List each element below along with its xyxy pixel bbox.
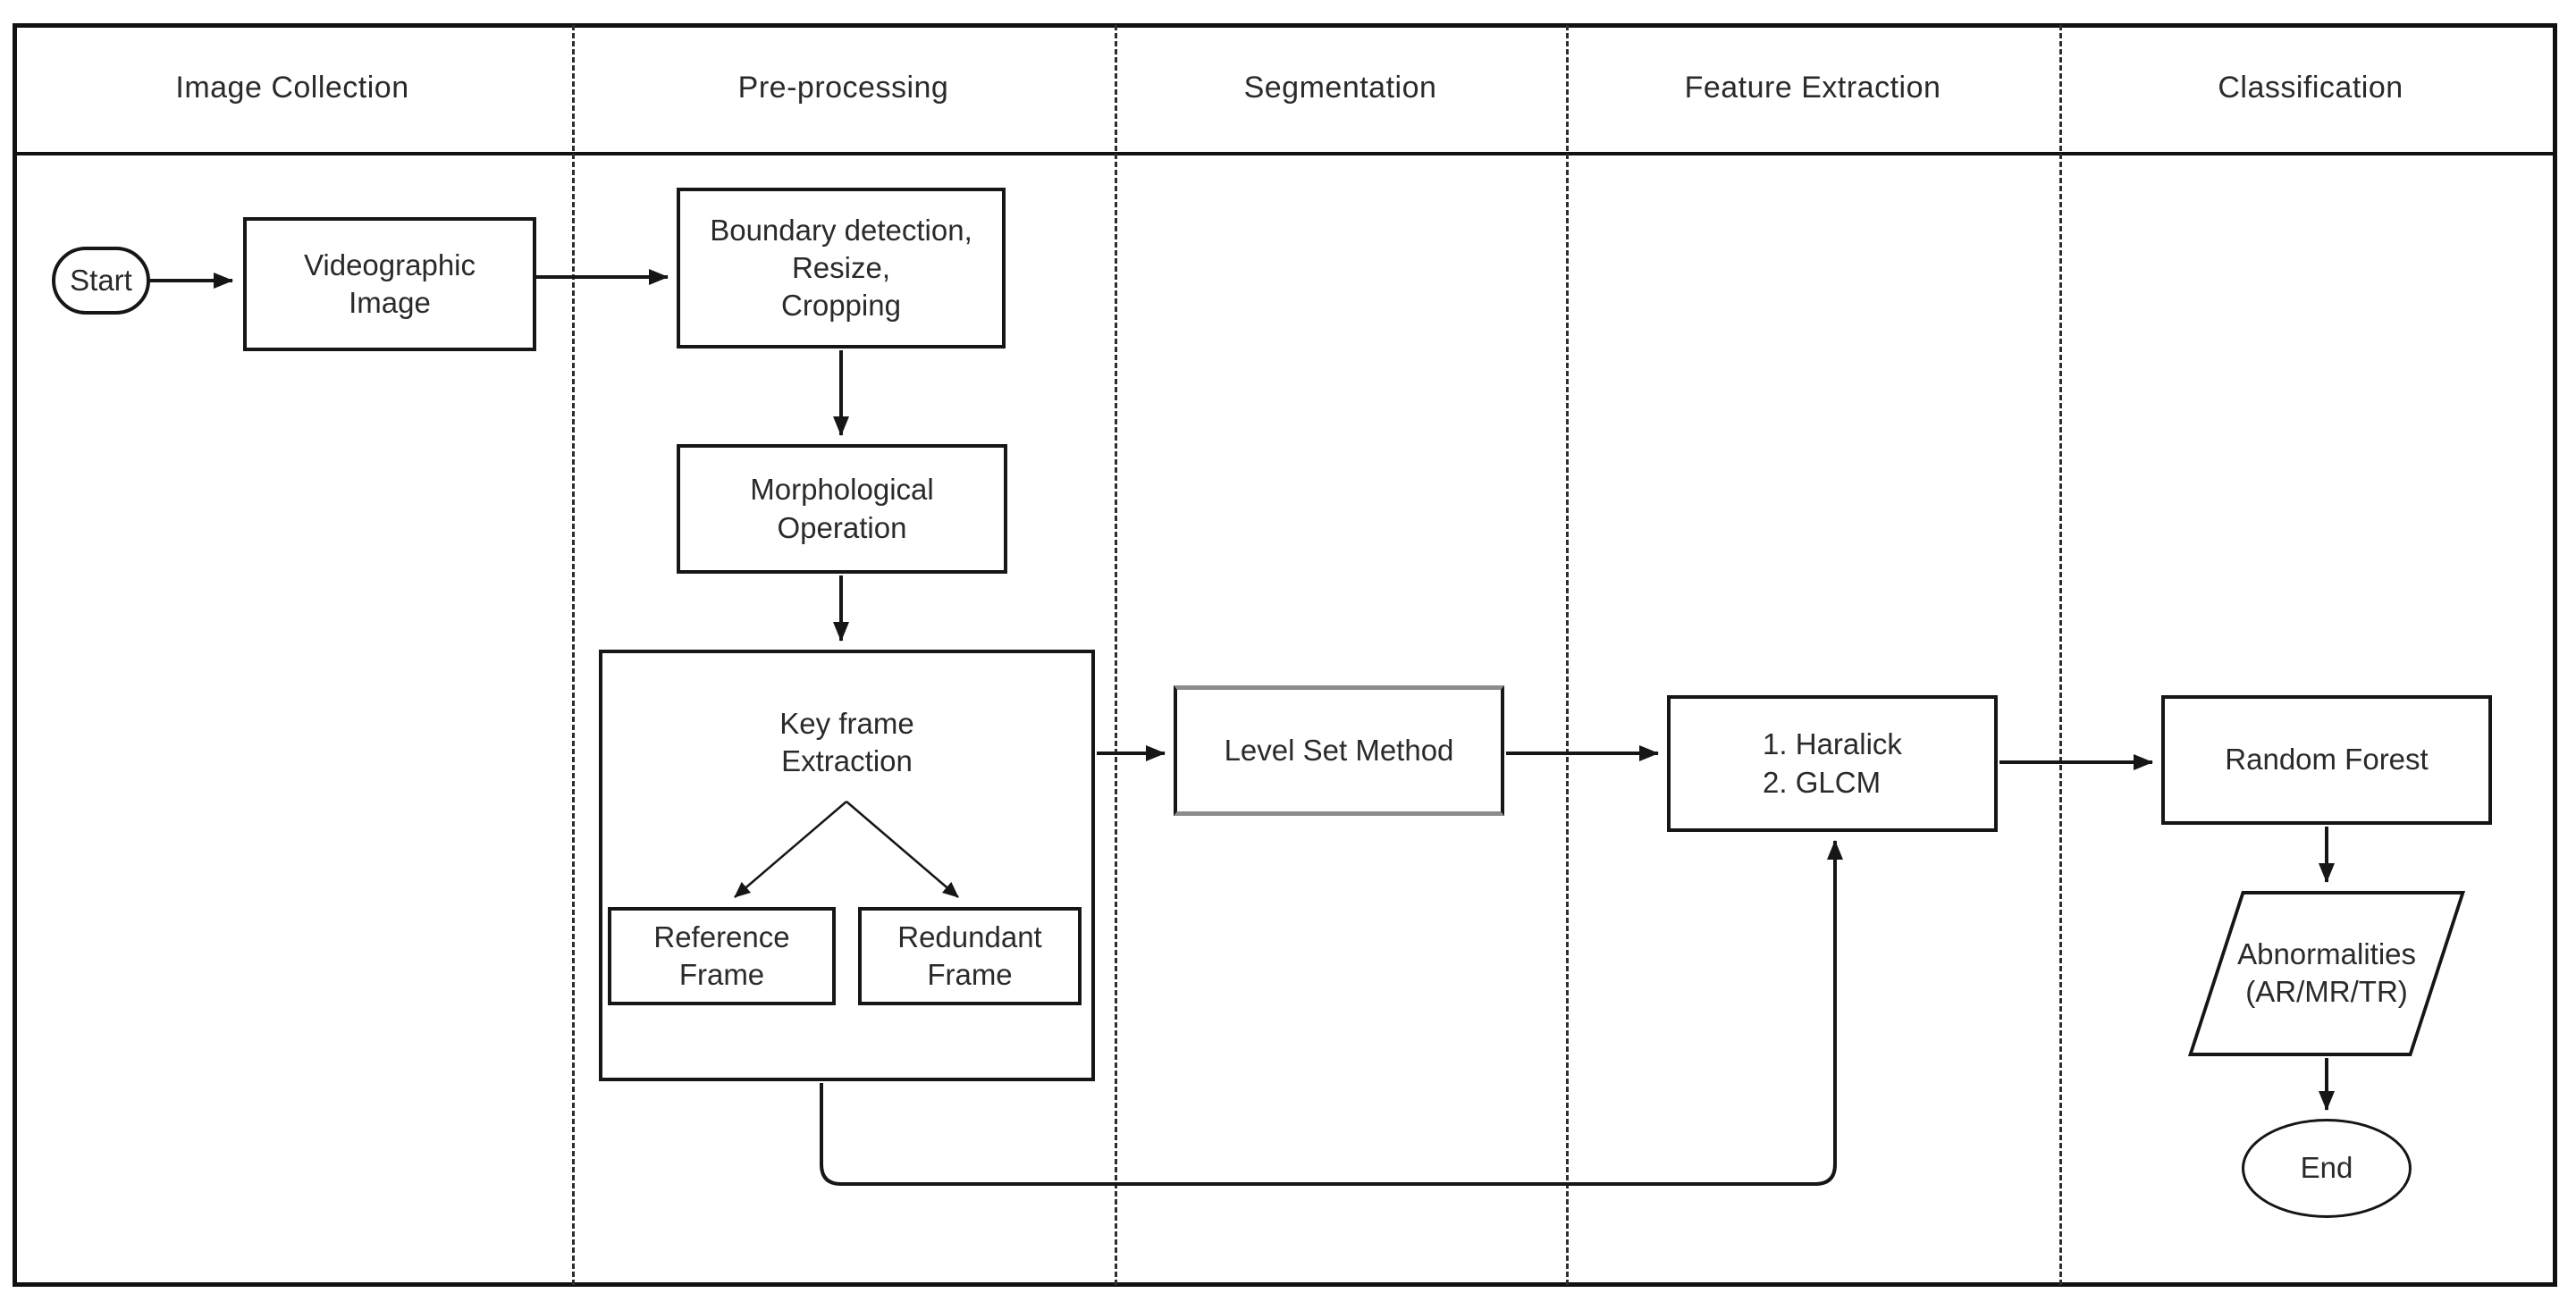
boundary-detection-node: Boundary detection, Resize, Cropping — [677, 188, 1006, 348]
lane-title-feature-extraction: Feature Extraction — [1684, 70, 1941, 105]
level-set-method-label: Level Set Method — [1224, 733, 1454, 767]
key-frame-extraction-node: Key frame Extraction — [599, 650, 1095, 1081]
morphological-operation-node: Morphological Operation — [677, 444, 1007, 574]
lane-title-segmentation: Segmentation — [1243, 70, 1437, 105]
lane-divider-3 — [1566, 25, 1569, 1285]
videographic-image-label: Videographic Image — [303, 248, 476, 319]
level-set-method-node: Level Set Method — [1174, 685, 1504, 816]
haralick-glcm-node: 1. Haralick 2. GLCM — [1667, 695, 1998, 832]
reference-frame-label: Reference Frame — [653, 920, 790, 991]
abnormalities-label: Abnormalities (AR/MR/TR) — [2237, 937, 2416, 1009]
header-separator-line — [13, 152, 2557, 155]
random-forest-node: Random Forest — [2161, 695, 2492, 825]
haralick-glcm-label: 1. Haralick 2. GLCM — [1763, 727, 1902, 799]
random-forest-label: Random Forest — [2225, 743, 2429, 777]
videographic-image-node: Videographic Image — [243, 217, 536, 351]
redundant-frame-label: Redundant Frame — [897, 920, 1042, 991]
lane-divider-2 — [1115, 25, 1117, 1285]
lane-divider-4 — [2059, 25, 2062, 1285]
start-label: Start — [70, 263, 132, 297]
boundary-detection-label: Boundary detection, Resize, Cropping — [710, 213, 972, 323]
end-label: End — [2300, 1151, 2353, 1185]
key-frame-extraction-label: Key frame Extraction — [779, 707, 914, 778]
start-node: Start — [52, 247, 150, 315]
lane-title-pre-processing: Pre-processing — [737, 70, 949, 105]
lane-title-image-collection: Image Collection — [175, 70, 409, 105]
diagram-border — [13, 23, 2557, 1287]
lane-title-classification: Classification — [2218, 70, 2403, 105]
morphological-operation-label: Morphological Operation — [750, 473, 934, 544]
redundant-frame-node: Redundant Frame — [858, 907, 1082, 1005]
lane-divider-1 — [572, 25, 575, 1285]
end-node: End — [2242, 1119, 2412, 1218]
reference-frame-node: Reference Frame — [608, 907, 836, 1005]
